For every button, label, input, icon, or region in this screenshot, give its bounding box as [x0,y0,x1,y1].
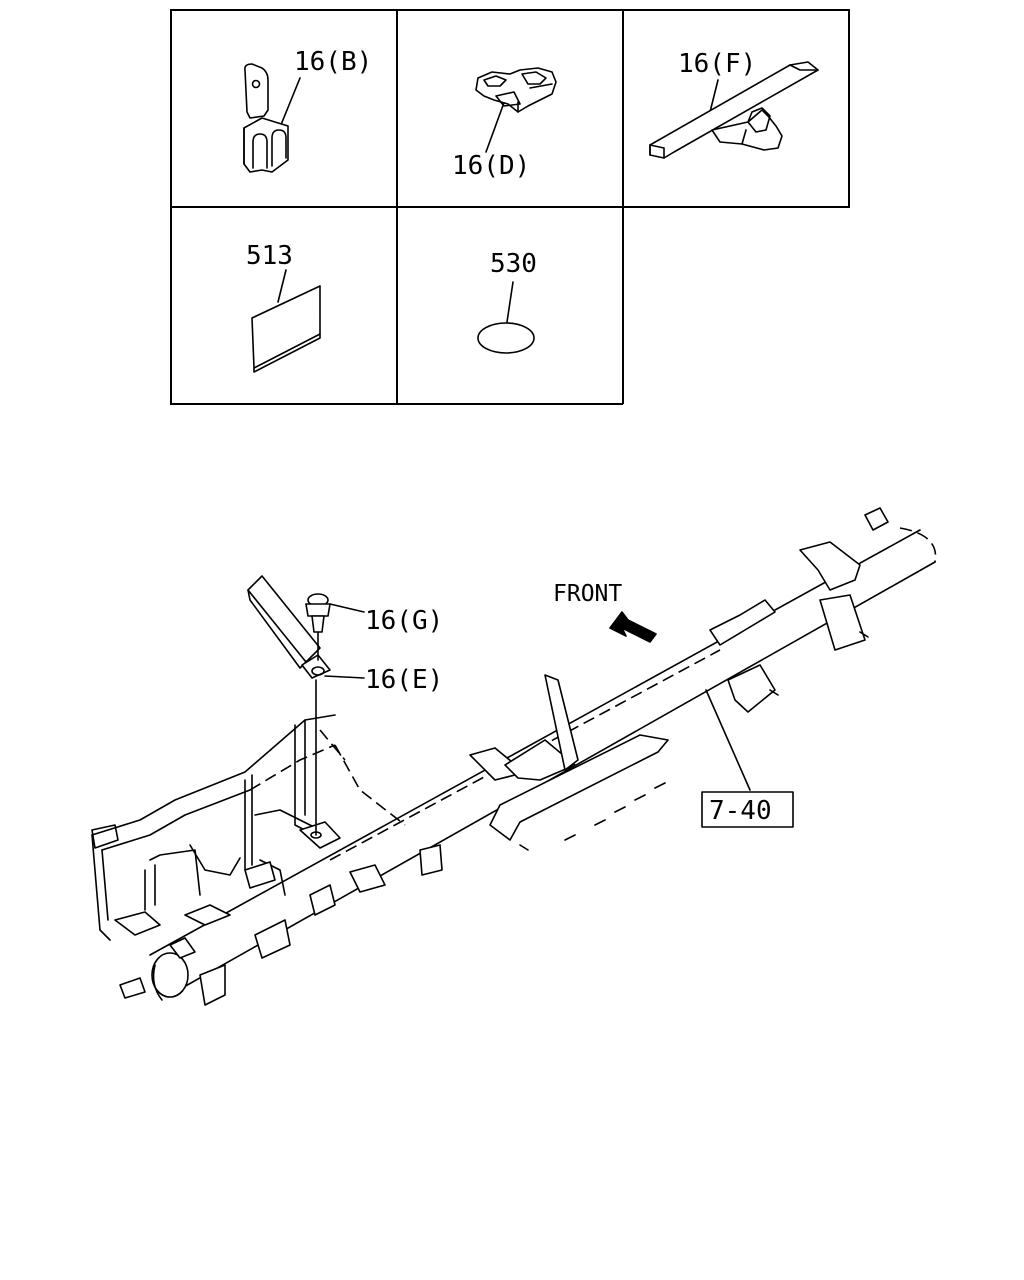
cross-car-beam-assembly: FRONT 16(G) 16(E) 7-40 [91,507,937,1006]
leader-line [329,603,365,613]
callout-7-40: 7-40 [701,689,794,828]
part-513-cell: 513 [246,241,321,373]
part-513-label: 513 [246,241,293,271]
front-arrow-icon [609,611,657,643]
part-16d-cell: 16(D) [452,67,557,181]
clip-16b-shape [243,63,289,173]
beam-brackets [114,507,889,1006]
callout-16e: 16(E) [324,665,443,695]
ref-box-label: 7-40 [709,796,772,826]
part-16d-label: 16(D) [452,151,530,181]
leader-line [324,675,365,679]
leader-line [506,281,514,323]
bracket-16f-shape [649,61,819,159]
callout-16g: 16(G) [329,603,443,636]
disc-530-shape [477,322,535,354]
part-16b-cell: 16(B) [243,47,372,173]
part-16f-cell: 16(F) [649,49,819,159]
leader-line [709,79,719,113]
fastener-16g [305,593,331,661]
part-530-cell: 530 [477,249,537,354]
grid-row-1 [170,9,850,208]
parts-grid [170,9,850,405]
leader-line [485,99,506,153]
install-point [310,831,322,839]
leader-line [705,689,751,791]
part-16f-label: 16(F) [678,49,756,79]
rail-pins [519,631,869,851]
left-frame [91,714,406,941]
part-16b-label: 16(B) [294,47,372,77]
beam-end-cap [151,952,189,998]
insulator-strip [247,575,331,679]
front-label: FRONT [553,581,622,607]
callout-16e-label: 16(E) [365,665,443,695]
grid-row-2 [170,207,623,405]
front-indicator: FRONT [553,581,657,643]
part-530-label: 530 [490,249,537,279]
callout-16g-label: 16(G) [365,606,443,636]
ref-box [701,791,794,828]
clip-16d-shape [475,67,557,113]
leader-line [277,269,287,303]
